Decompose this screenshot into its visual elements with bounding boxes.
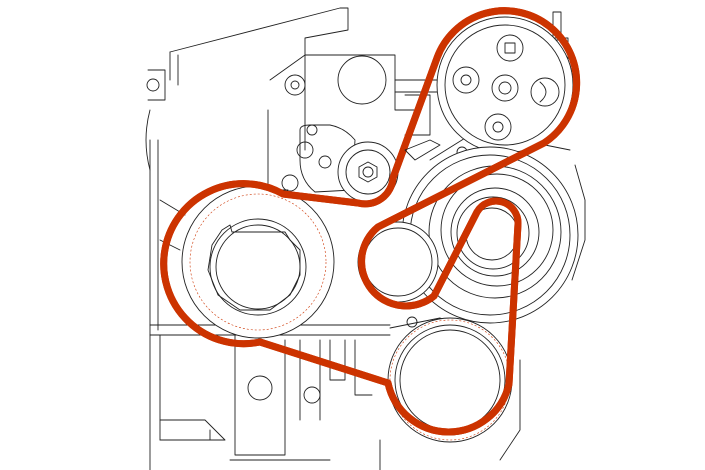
large-pulley-icon (207, 218, 307, 316)
engine-block-outline (145, 7, 586, 470)
drive-belt (164, 11, 577, 432)
crankshaft-pulley (181, 185, 335, 339)
multi-bolt-pulley-icon (452, 34, 560, 141)
tensioner-stud (404, 139, 441, 328)
belt-tensioner (296, 124, 399, 203)
alternator-pulley (387, 317, 513, 443)
